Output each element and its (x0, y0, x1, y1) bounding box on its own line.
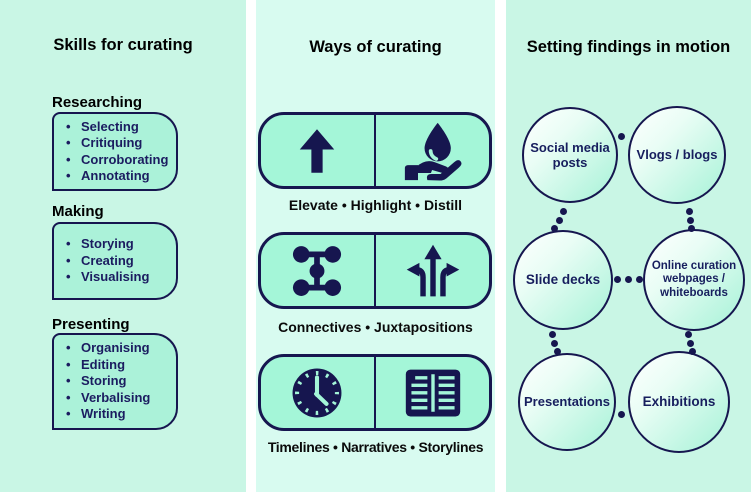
connector-dot (549, 331, 556, 338)
way-box-timelines (258, 354, 492, 431)
skill-label: Storying (81, 236, 134, 252)
way-label-timelines: Timelines • Narratives • Storylines (267, 439, 484, 455)
clock-icon (288, 364, 346, 422)
way-label-connectives: Connectives • Juxtapositions (278, 319, 473, 335)
researching-box: Selecting Critiquing Corroborating Annot… (52, 112, 178, 191)
circle-label: Vlogs / blogs (636, 147, 718, 163)
circle-label: Presentations (524, 394, 610, 410)
skill-label: Organising (81, 340, 150, 356)
list-item: Creating (66, 253, 176, 269)
list-item: Writing (66, 406, 176, 422)
circle-exhibitions: Exhibitions (628, 351, 730, 453)
list-item: Selecting (66, 119, 176, 135)
bullet-icon (66, 119, 81, 135)
connector-dot (618, 411, 625, 418)
list-item: Critiquing (66, 135, 176, 151)
way-box-elevate (258, 112, 492, 189)
connector-dot (636, 276, 643, 283)
connector-dot (614, 276, 621, 283)
skill-label: Storing (81, 373, 127, 389)
connector-dot (618, 133, 625, 140)
box-divider (373, 115, 377, 186)
hand-holding-droplet-icon (403, 121, 463, 181)
skill-label: Annotating (81, 167, 150, 183)
circle-slide-decks: Slide decks (513, 230, 613, 330)
circle-vlogs-blogs: Vlogs / blogs (628, 106, 726, 204)
ways-panel: Ways of curating Elevate • Highlight • D… (256, 0, 495, 492)
list-item: Visualising (66, 269, 176, 285)
circle-label: Exhibitions (642, 394, 716, 410)
circle-label: Slide decks (525, 272, 601, 288)
bullet-icon (66, 168, 81, 184)
icon-cell (261, 357, 374, 428)
findings-panel-title: Setting findings in motion (526, 38, 731, 56)
section-heading-presenting: Presenting (52, 316, 130, 333)
skill-label: Critiquing (81, 135, 143, 151)
connector-dot (556, 217, 563, 224)
presenting-box: Organising Editing Storing Verbalising W… (52, 333, 178, 430)
findings-panel: Setting findings in motion Social media … (506, 0, 751, 492)
connector-dot (687, 217, 694, 224)
icon-cell (261, 115, 374, 186)
skills-panel: Skills for curating Researching Selectin… (0, 0, 246, 492)
icon-cell (376, 115, 489, 186)
list-item: Verbalising (66, 390, 176, 406)
making-box: Storying Creating Visualising (52, 222, 178, 300)
ways-panel-title: Ways of curating (309, 38, 442, 56)
list-item: Editing (66, 357, 176, 373)
bullet-icon (66, 406, 81, 422)
icon-cell (376, 235, 489, 306)
connector-dot (625, 276, 632, 283)
icon-cell (261, 235, 374, 306)
skill-label: Verbalising (81, 389, 151, 405)
circle-label: Social media posts (530, 139, 610, 170)
skill-label: Creating (81, 252, 134, 268)
connector-dot (689, 348, 696, 355)
circle-label: Online curation webpages / whiteboards (651, 259, 737, 299)
circle-presentations: Presentations (518, 353, 616, 451)
list-item: Corroborating (66, 152, 176, 168)
bullet-icon (66, 152, 81, 168)
box-divider (373, 235, 377, 306)
way-label-elevate: Elevate • Highlight • Distill (288, 197, 463, 213)
list-item: Storing (66, 373, 176, 389)
bullet-icon (66, 236, 81, 252)
section-heading-researching: Researching (52, 94, 143, 111)
bullet-icon (66, 340, 81, 356)
section-heading-making: Making (52, 203, 104, 220)
connector-dot (687, 340, 694, 347)
open-book-icon (403, 366, 463, 420)
list-item: Annotating (66, 168, 176, 184)
icon-cell (376, 357, 489, 428)
bullet-icon (66, 390, 81, 406)
way-box-connectives (258, 232, 492, 309)
skills-panel-title: Skills for curating (53, 36, 193, 54)
circle-social-media-posts: Social media posts (522, 107, 618, 203)
skill-label: Writing (81, 406, 126, 422)
arrow-up-icon (293, 122, 341, 180)
circle-online-curation: Online curation webpages / whiteboards (643, 229, 745, 331)
bullet-icon (66, 135, 81, 151)
bullet-icon (66, 269, 81, 285)
connector-dot (551, 340, 558, 347)
bullet-icon (66, 373, 81, 389)
connector-dot (551, 225, 558, 232)
branching-arrows-icon (404, 242, 462, 300)
skill-label: Corroborating (81, 151, 169, 167)
network-nodes-icon (289, 243, 345, 299)
connector-dot (560, 208, 567, 215)
skill-label: Visualising (81, 269, 150, 285)
skill-label: Editing (81, 356, 126, 372)
skill-label: Selecting (81, 118, 139, 134)
connector-dot (688, 225, 695, 232)
box-divider (373, 357, 377, 428)
connector-dot (554, 348, 561, 355)
list-item: Organising (66, 340, 176, 356)
connector-dot (686, 208, 693, 215)
list-item: Storying (66, 236, 176, 252)
connector-dot (685, 331, 692, 338)
bullet-icon (66, 357, 81, 373)
bullet-icon (66, 253, 81, 269)
